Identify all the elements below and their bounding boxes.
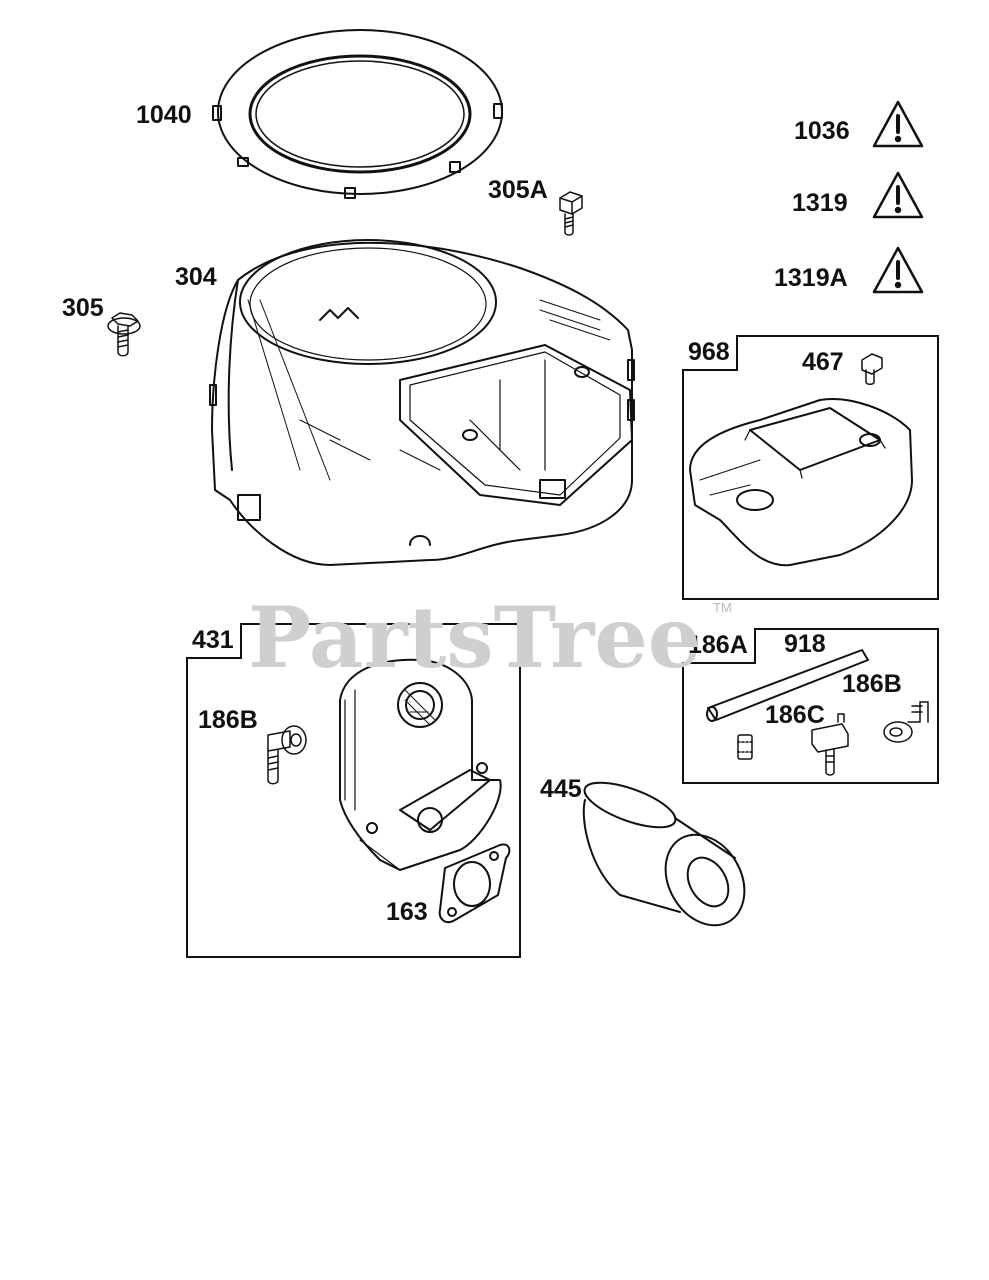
label-918: 918	[784, 630, 826, 658]
label-1319A: 1319A	[774, 264, 848, 292]
warning-triangles	[872, 100, 924, 294]
label-186B-right: 186B	[842, 670, 902, 698]
label-305A: 305A	[488, 176, 548, 204]
part-186B-fitting-right	[883, 701, 929, 743]
label-304: 304	[175, 263, 217, 291]
part-304-blower-housing	[209, 239, 635, 566]
label-186B-left: 186B	[198, 706, 258, 734]
box-label-968: 968	[682, 335, 738, 371]
part-445-air-filter	[582, 781, 746, 927]
box-label-186A: 186A	[682, 628, 756, 664]
label-163: 163	[386, 898, 428, 926]
warning-icon-1319A	[872, 246, 924, 294]
part-186C-fitting	[811, 713, 849, 776]
box-label-431: 431	[186, 623, 242, 659]
label-467: 467	[802, 348, 844, 376]
label-1036: 1036	[794, 117, 850, 145]
watermark-tm: TM	[713, 600, 732, 615]
watermark: PartsTree	[248, 588, 702, 687]
part-305A-bolt	[559, 191, 583, 236]
label-186C: 186C	[765, 701, 825, 729]
part-163-gasket	[438, 843, 511, 924]
part-305-bolt	[107, 312, 141, 357]
part-1040-ring	[212, 29, 503, 199]
part-431-air-cleaner-base	[339, 658, 502, 871]
part-918-tube	[706, 649, 869, 722]
label-445: 445	[540, 775, 582, 803]
group-186A-frame	[682, 628, 939, 784]
label-305: 305	[62, 294, 104, 322]
group-968-frame	[682, 335, 939, 600]
warning-icon-1319	[872, 171, 924, 219]
label-1040: 1040	[136, 101, 192, 129]
warning-icon-1036	[872, 100, 924, 148]
part-968-air-filter-cover	[689, 353, 913, 567]
group-431-frame	[186, 623, 521, 958]
part-186B-fitting-left	[267, 725, 307, 785]
label-1319: 1319	[792, 189, 848, 217]
part-186A-sleeve	[737, 734, 753, 760]
